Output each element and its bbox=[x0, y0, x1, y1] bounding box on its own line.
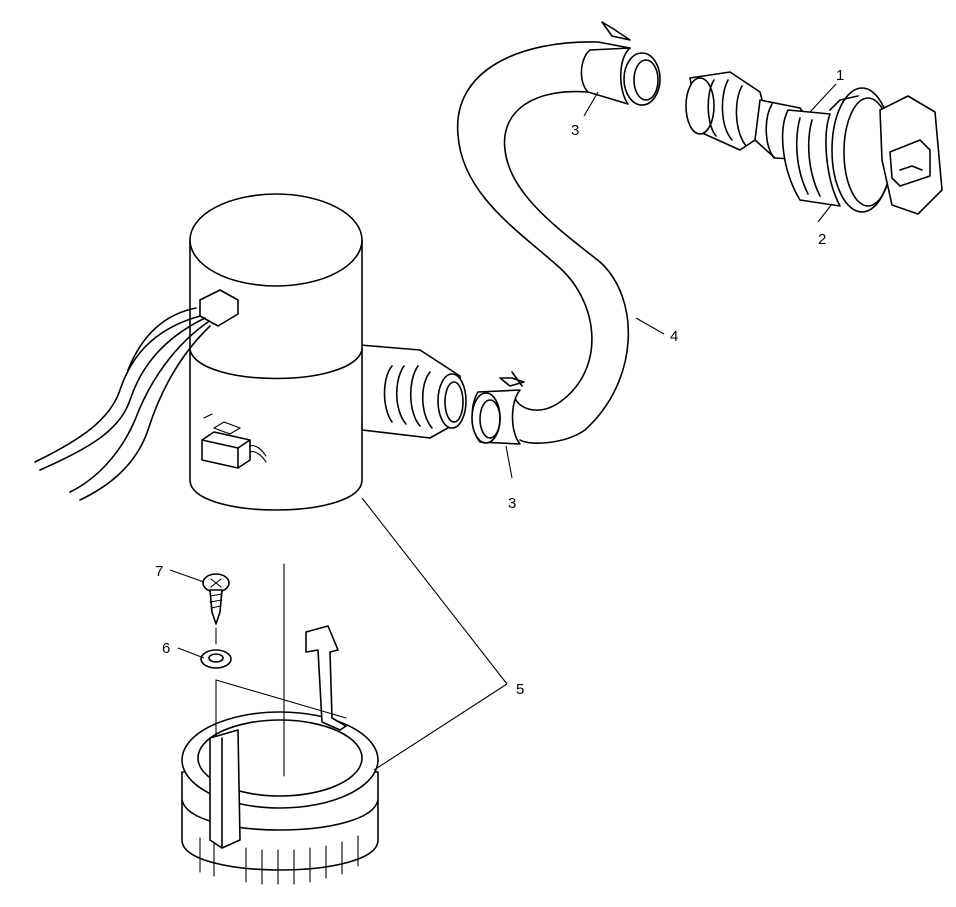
callout-7: 7 bbox=[155, 563, 163, 580]
callout-3b: 3 bbox=[508, 495, 516, 512]
leader-5b bbox=[373, 683, 508, 771]
leader-2 bbox=[817, 203, 833, 223]
hose bbox=[456, 41, 630, 444]
callout-1: 1 bbox=[836, 67, 844, 84]
leader-lines bbox=[169, 83, 837, 771]
hose-upper-opening bbox=[623, 52, 661, 106]
screw bbox=[202, 573, 230, 645]
strainer-base bbox=[181, 625, 379, 885]
hose-lower-opening bbox=[471, 392, 501, 444]
upper-hose-clamp bbox=[580, 21, 631, 105]
callout-3a: 3 bbox=[571, 122, 579, 139]
callout-5: 5 bbox=[516, 681, 524, 698]
leader-4 bbox=[635, 317, 665, 335]
leader-5a bbox=[361, 497, 508, 685]
leader-1 bbox=[809, 83, 837, 113]
callout-4: 4 bbox=[670, 328, 678, 345]
callout-2: 2 bbox=[818, 231, 826, 248]
callout-6: 6 bbox=[162, 640, 170, 657]
pump-motor bbox=[189, 193, 467, 511]
thru-hull-fitting bbox=[685, 71, 943, 215]
leader-7 bbox=[169, 569, 205, 583]
assembly-guide-lines bbox=[215, 563, 347, 777]
wire-harness bbox=[34, 289, 239, 501]
leader-3b bbox=[505, 445, 513, 479]
washer bbox=[200, 649, 232, 669]
leader-3a bbox=[583, 91, 599, 117]
leader-6 bbox=[177, 647, 205, 659]
